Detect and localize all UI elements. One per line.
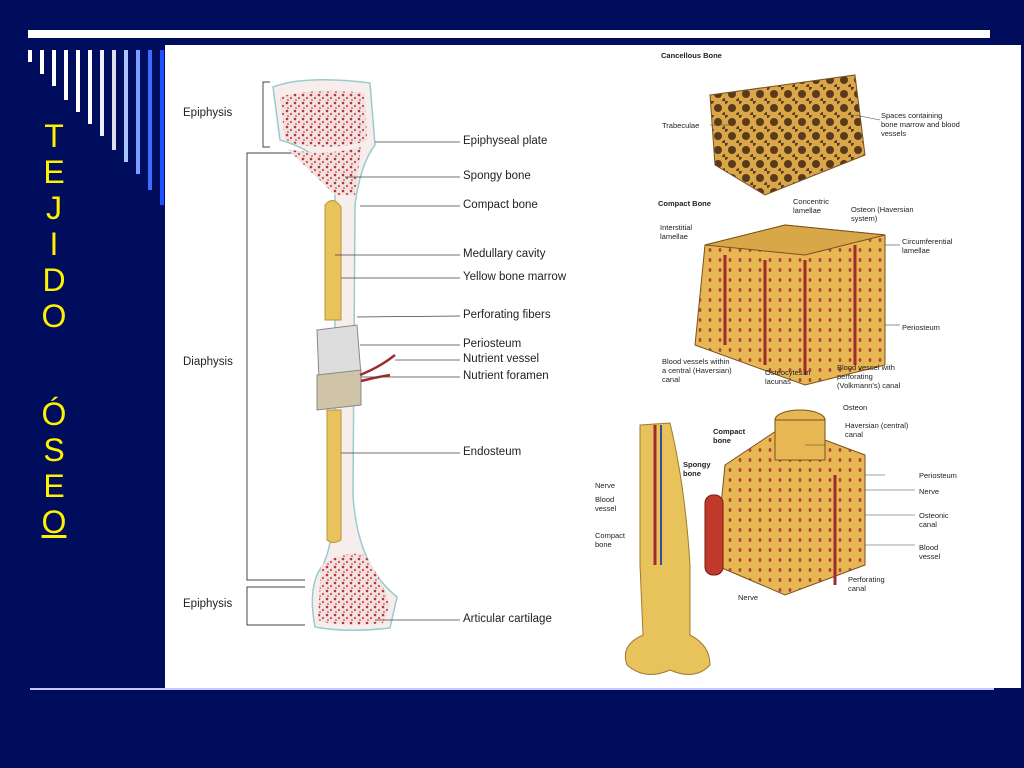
decorative-stripes: [24, 50, 174, 220]
title-letter: T: [44, 118, 64, 154]
title-letter: Ó: [41, 396, 67, 432]
label-interstitial-lamellae: Interstitial lamellae: [660, 223, 693, 241]
cancellous-bone-illustration: [709, 74, 866, 196]
label-articular-cartilage: Articular cartilage: [463, 613, 552, 625]
label-compact-periosteum: Periosteum: [902, 323, 940, 332]
title-letter: J: [46, 190, 62, 226]
label-concentric-lamellae: Concentric lamellae: [793, 197, 829, 215]
long-bone-illustration: [272, 79, 398, 632]
label-osteon-haversian: Osteon (Haversian system): [851, 205, 914, 223]
femur-leaders: [335, 141, 461, 621]
label-spaces-marrow: Spaces containing bone marrow and blood …: [881, 111, 960, 138]
label-blood-vessels-central: Blood vessels within a central (Haversia…: [662, 357, 732, 384]
label-osteonic-canal: Osteonic canal: [919, 511, 949, 529]
osteon-block-illustration: [704, 409, 866, 596]
label-volkmann: Blood vessel with perforating (Volkmann'…: [837, 363, 901, 390]
title-letter: E: [43, 468, 65, 504]
label-diaphysis: Diaphysis: [183, 356, 233, 368]
label-epiphysis-top: Epiphysis: [183, 107, 233, 119]
vertical-title: T E J I D O Ó S E O: [34, 118, 74, 540]
title-gap: [34, 334, 74, 396]
label-perforating-fibers: Perforating fibers: [463, 309, 551, 321]
label-blood-vessel-left: Blood vessel: [595, 495, 617, 513]
label-trabeculae: Trabeculae: [662, 121, 700, 130]
compact-bone-illustration: [694, 224, 886, 386]
heading-compact-bone: Compact Bone: [658, 199, 711, 208]
bottom-rule: [30, 688, 994, 690]
label-osteocytes: Osteocytes in lacunas: [765, 368, 811, 386]
label-nutrient-vessel: Nutrient vessel: [463, 353, 540, 365]
label-yellow-bone-marrow: Yellow bone marrow: [463, 271, 567, 283]
title-letter: E: [43, 154, 65, 190]
femur-end-illustration: [624, 422, 711, 675]
small-leaders: [710, 114, 915, 546]
label-osteon: Osteon: [843, 403, 868, 412]
epiphysis-bracket-bottom: [246, 586, 305, 626]
label-compact-bone-left: Compact bone: [595, 531, 626, 549]
epiphysis-bracket-top: [262, 81, 270, 148]
label-blood-vessel-right: Blood vessel: [919, 543, 941, 561]
label-epiphyseal-plate: Epiphyseal plate: [463, 135, 548, 147]
label-nerve-left: Nerve: [595, 481, 616, 490]
title-letter: O: [41, 504, 67, 540]
label-spongy-bone: Spongy bone: [463, 170, 531, 182]
diaphysis-bracket: [246, 152, 305, 581]
label-spongy-bone-small: Spongy bone: [683, 460, 711, 478]
diagram-panel: Epiphysis Diaphysis Epiphysis Epiphyseal…: [165, 45, 1021, 688]
label-compact-bone: Compact bone: [463, 199, 538, 211]
label-periosteum: Periosteum: [463, 338, 522, 350]
label-compact-bone-small: Compact bone: [713, 427, 746, 445]
heading-cancellous-bone: Cancellous Bone: [661, 51, 722, 60]
label-perforating-canal: Perforating canal: [848, 575, 885, 593]
label-medullary-cavity: Medullary cavity: [463, 248, 546, 260]
label-circumferential-lamellae: Circumferential lamellae: [902, 237, 953, 255]
label-haversian-canal: Haversian (central) canal: [845, 421, 909, 439]
label-nutrient-foramen: Nutrient foramen: [463, 370, 549, 382]
label-periosteum-right: Periosteum: [919, 471, 957, 480]
bone-diagram-svg: [246, 74, 915, 675]
title-letter: D: [42, 262, 66, 298]
label-nerve-right: Nerve: [919, 487, 940, 496]
title-letter: S: [43, 432, 65, 468]
label-nerve-bottom: Nerve: [738, 593, 759, 602]
title-letter: O: [41, 298, 67, 334]
label-epiphysis-bottom: Epiphysis: [183, 598, 233, 610]
title-letter: I: [49, 226, 59, 262]
top-bar: [28, 30, 990, 38]
label-endosteum: Endosteum: [463, 446, 522, 458]
